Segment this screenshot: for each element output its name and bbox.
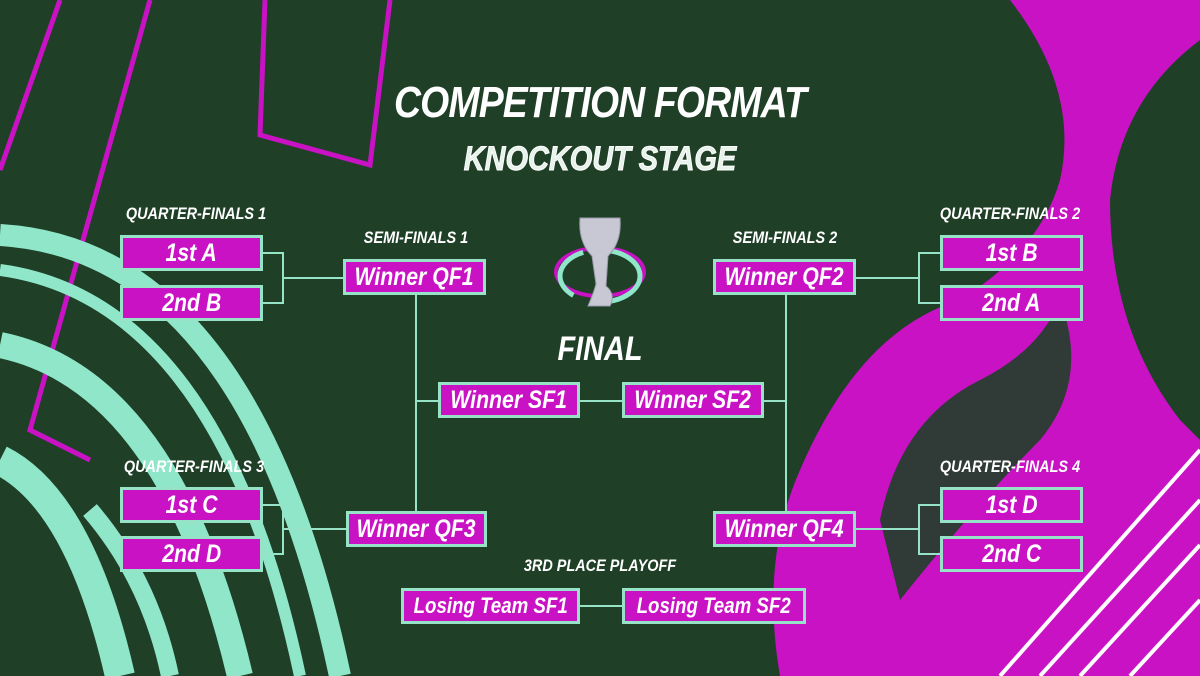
sf2-team-1: Winner QF2 [713,259,856,295]
connector-line [918,504,940,506]
sf2-team-2: Winner QF4 [713,511,856,547]
connector-line [918,252,920,304]
qf3-team-2: 2nd D [120,536,263,572]
sf1-team-1: Winner QF1 [343,259,486,295]
connector-line [918,504,920,555]
trophy-icon [554,217,646,307]
final-label: FINAL [557,330,643,368]
connector-line [282,528,346,530]
connector-line [580,605,622,607]
qf2-team-1: 1st B [940,235,1083,271]
connector-line [282,277,344,279]
connector-line [580,400,622,402]
qf4-team-1: 1st D [940,487,1083,523]
qf3-label: QUARTER-FINALS 3 [123,457,265,476]
qf1-team-2: 2nd B [120,285,263,321]
final-team-1: Winner SF1 [438,382,580,418]
qf4-team-2: 2nd C [940,536,1083,572]
connector-line [262,504,284,506]
third-place-label: 3RD PLACE PLAYOFF [523,556,677,575]
third-place-team-1: Losing Team SF1 [401,588,580,624]
connector-line [918,553,940,555]
sf1-label: SEMI-FINALS 1 [363,228,469,247]
connector-line [262,553,284,555]
qf3-team-1: 1st C [120,487,263,523]
page-title: COMPETITION FORMAT [393,78,807,127]
connector-line [262,302,284,304]
sf2-label: SEMI-FINALS 2 [732,228,838,247]
connector-line [785,294,787,512]
connector-line [415,400,438,402]
connector-line [918,252,940,254]
qf4-label: QUARTER-FINALS 4 [939,457,1081,476]
connector-line [415,294,417,512]
third-place-team-2: Losing Team SF2 [622,588,806,624]
qf1-team-1: 1st A [120,235,263,271]
connector-line [856,277,918,279]
connector-line [262,252,284,254]
page-subtitle: KNOCKOUT STAGE [463,140,737,179]
qf1-label: QUARTER-FINALS 1 [125,204,267,223]
final-team-2: Winner SF2 [622,382,764,418]
sf1-team-2: Winner QF3 [346,511,487,547]
connector-line [918,302,940,304]
qf2-team-2: 2nd A [940,285,1083,321]
qf2-label: QUARTER-FINALS 2 [939,204,1081,223]
connector-line [856,528,918,530]
connector-line [764,400,786,402]
